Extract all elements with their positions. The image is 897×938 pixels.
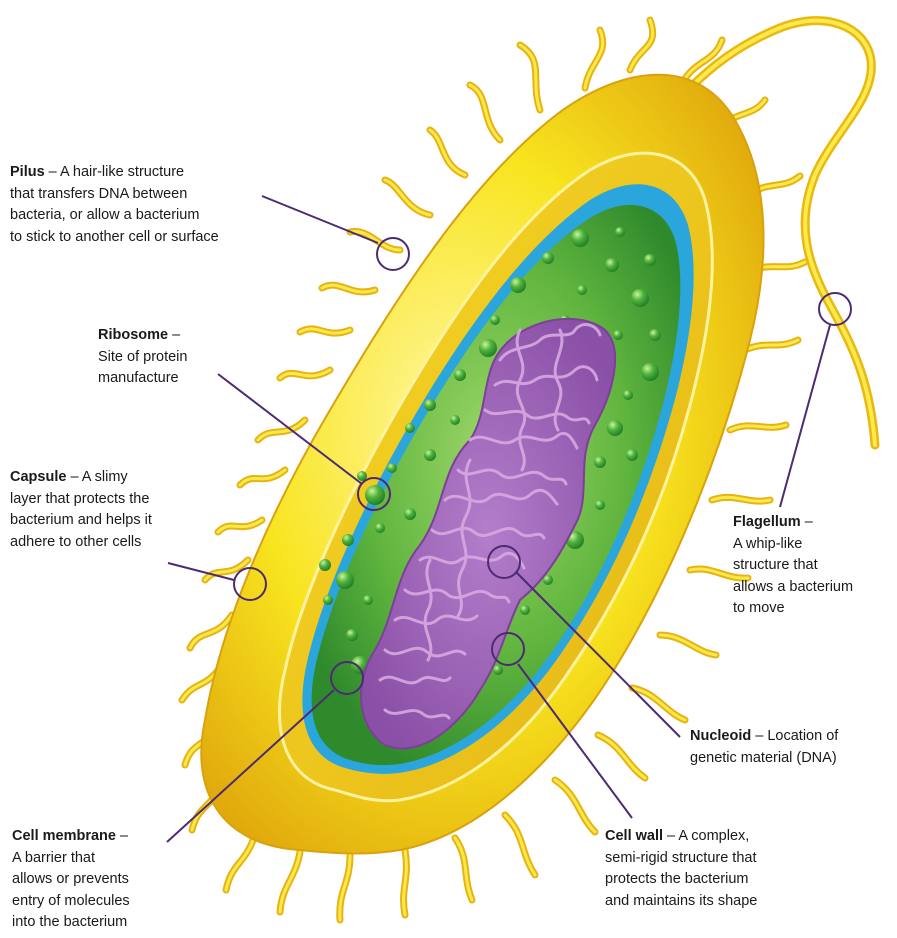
- pilus-dash: –: [45, 164, 60, 180]
- pilus-callout-ring: [377, 238, 409, 270]
- flagellum-callout-line: [780, 325, 830, 507]
- capsule-dash: –: [66, 469, 81, 485]
- capsule-line-1: Capsule – A slimy: [10, 467, 152, 489]
- ribosome-icon: [450, 415, 460, 425]
- ribosome-icon: [493, 665, 503, 675]
- cell-membrane-text-3: entry of molecules: [12, 891, 130, 913]
- ribosome-icon: [424, 399, 436, 411]
- nucleoid-title: Nucleoid: [690, 728, 751, 744]
- capsule-text-1: A slimy: [82, 469, 128, 485]
- ribosome-icon: [595, 500, 605, 510]
- ribosome-icon: [405, 423, 415, 433]
- ribosome-icon: [323, 595, 333, 605]
- ribosome-icon: [571, 229, 589, 247]
- pilus-hair-highlight: [520, 45, 540, 110]
- ribosome-icon: [615, 227, 625, 237]
- ribosome-icon: [424, 449, 436, 461]
- ribosome-icon: [641, 363, 659, 381]
- nucleoid-text-2: genetic material (DNA): [690, 748, 838, 770]
- ribosome-icon: [336, 571, 354, 589]
- flagellum-text-1: A whip-like: [733, 534, 853, 556]
- flagellum-text-2: structure that: [733, 555, 853, 577]
- ribosome-icon: [520, 605, 530, 615]
- nucleoid-line-1: Nucleoid – Location of: [690, 726, 838, 748]
- nucleoid-dash: –: [751, 728, 767, 744]
- capsule-text-4: adhere to other cells: [10, 532, 152, 554]
- cell-wall-text-2: semi-rigid structure that: [605, 848, 757, 870]
- pilus-text-4: to stick to another cell or surface: [10, 227, 219, 249]
- pilus-title: Pilus: [10, 164, 45, 180]
- ribosome-icon: [454, 369, 466, 381]
- ribosome-icon: [649, 329, 661, 341]
- pilus-callout-line: [262, 196, 378, 243]
- pilus-text-3: bacteria, or allow a bacterium: [10, 205, 219, 227]
- cell-membrane-text-2: allows or prevents: [12, 869, 130, 891]
- ribosome-icon: [605, 258, 619, 272]
- capsule-text-3: bacterium and helps it: [10, 510, 152, 532]
- pilus-label: Pilus – A hair-like structure that trans…: [10, 162, 219, 248]
- ribosome-icon: [613, 330, 623, 340]
- flagellum-title: Flagellum: [733, 514, 801, 530]
- ribosome-icon: [346, 629, 358, 641]
- cell-membrane-dash: –: [116, 828, 128, 844]
- ribosome-label: Ribosome – Site of protein manufacture: [98, 325, 187, 390]
- ribosome-icon: [542, 252, 554, 264]
- cell-wall-title: Cell wall: [605, 828, 663, 844]
- ribosome-icon: [490, 315, 500, 325]
- ribosome-icon: [594, 456, 606, 468]
- cell-wall-text-3: protects the bacterium: [605, 869, 757, 891]
- ribosome-icon: [375, 523, 385, 533]
- flagellum-text-4: to move: [733, 598, 853, 620]
- ribosome-icon: [510, 277, 526, 293]
- cell-membrane-title: Cell membrane: [12, 828, 116, 844]
- ribosome-title: Ribosome: [98, 327, 168, 343]
- capsule-text-2: layer that protects the: [10, 489, 152, 511]
- ribosome-icon: [404, 508, 416, 520]
- cell-membrane-text-1: A barrier that: [12, 848, 130, 870]
- ribosome-icon: [644, 254, 656, 266]
- pilus-text-2: that transfers DNA between: [10, 184, 219, 206]
- cell-membrane-line-1: Cell membrane –: [12, 826, 130, 848]
- pilus-line-1: Pilus – A hair-like structure: [10, 162, 219, 184]
- capsule-label: Capsule – A slimy layer that protects th…: [10, 467, 152, 553]
- ribosome-icon: [387, 463, 397, 473]
- ribosome-icon: [626, 449, 638, 461]
- cell-membrane-text-4: into the bacterium: [12, 912, 130, 934]
- ribosome-text-2: manufacture: [98, 368, 187, 390]
- ribosome-icon: [623, 390, 633, 400]
- ribosome-icon: [607, 420, 623, 436]
- ribosome-line-1: Ribosome –: [98, 325, 187, 347]
- ribosome-dash: –: [168, 327, 180, 343]
- flagellum-line-1: Flagellum –: [733, 512, 853, 534]
- nucleoid-text-1: Location of: [767, 728, 838, 744]
- ribosome-icon: [319, 559, 331, 571]
- cell-wall-text-1: A complex,: [678, 828, 749, 844]
- ribosome-icon: [479, 339, 497, 357]
- ribosome-icon: [363, 595, 373, 605]
- flagellum-label: Flagellum – A whip-like structure that a…: [733, 512, 853, 620]
- ribosome-icon: [577, 285, 587, 295]
- cell-wall-line-1: Cell wall – A complex,: [605, 826, 757, 848]
- capsule-title: Capsule: [10, 469, 66, 485]
- pilus-text-1: A hair-like structure: [60, 164, 184, 180]
- ribosome-icon: [365, 485, 385, 505]
- flagellum-text-3: allows a bacterium: [733, 577, 853, 599]
- ribosome-icon: [631, 289, 649, 307]
- cell-wall-text-4: and maintains its shape: [605, 891, 757, 913]
- cell-membrane-label: Cell membrane – A barrier that allows or…: [12, 826, 130, 934]
- cell-wall-label: Cell wall – A complex, semi-rigid struct…: [605, 826, 757, 912]
- ribosome-icon: [342, 534, 354, 546]
- ribosome-text-1: Site of protein: [98, 347, 187, 369]
- cell-wall-dash: –: [663, 828, 678, 844]
- nucleoid-label: Nucleoid – Location of genetic material …: [690, 726, 838, 769]
- flagellum-dash: –: [801, 514, 813, 530]
